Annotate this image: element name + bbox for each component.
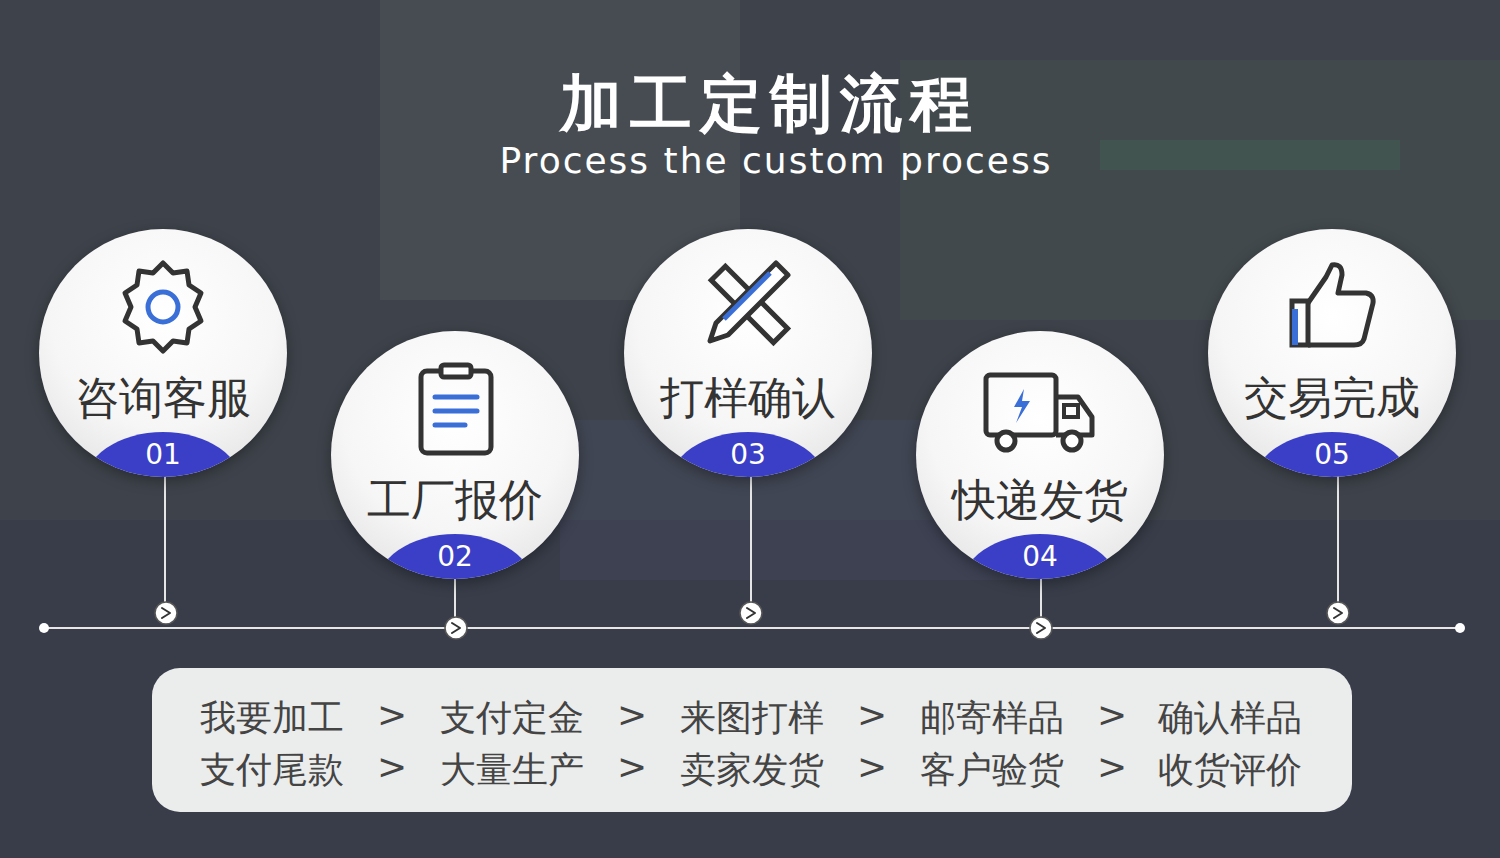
process-circle: 快递发货 04 xyxy=(916,331,1164,579)
step-icon xyxy=(405,359,505,463)
flow-step: 收货评价 xyxy=(1158,746,1302,795)
separator: > xyxy=(857,694,887,735)
flow-step: 确认样品 xyxy=(1158,694,1302,743)
diagram-caption: Process the custom process xyxy=(500,140,1053,181)
step-number: 05 xyxy=(1314,438,1350,471)
process-circle: 打样确认 03 xyxy=(624,229,872,477)
step-name: 工厂报价 xyxy=(367,471,543,530)
step-name: 快递发货 xyxy=(952,471,1128,530)
step-icon xyxy=(1282,257,1382,361)
step-number: 01 xyxy=(145,438,181,471)
flow-panel: 我要加工 > 支付定金 > 来图打样 > 邮寄样品 > 确认样品支付尾款 > 大量生产 > 卖家发货 > 客… xyxy=(152,668,1352,812)
step-number: 02 xyxy=(437,540,473,573)
step-icon xyxy=(698,253,798,357)
process-circle: 工厂报价 02 xyxy=(331,331,579,579)
diagram-title: 加工定制流程 xyxy=(560,62,980,146)
separator: > xyxy=(617,746,647,787)
flow-step: 大量生产 xyxy=(440,746,584,795)
step-icon xyxy=(980,365,1100,469)
flow-step: 卖家发货 xyxy=(680,746,824,795)
separator: > xyxy=(377,746,407,787)
flow-step: 客户验货 xyxy=(920,746,1064,795)
step-name: 咨询客服 xyxy=(75,369,251,428)
step-name: 交易完成 xyxy=(1244,369,1420,428)
flow-step: 我要加工 xyxy=(200,694,344,743)
separator: > xyxy=(377,694,407,735)
process-circle: 交易完成 05 xyxy=(1208,229,1456,477)
separator: > xyxy=(617,694,647,735)
step-name: 打样确认 xyxy=(660,369,836,428)
step-icon xyxy=(113,257,213,361)
step-number: 04 xyxy=(1022,540,1058,573)
separator: > xyxy=(1097,746,1127,787)
flow-step: 支付尾款 xyxy=(200,746,344,795)
separator: > xyxy=(857,746,887,787)
flow-step: 支付定金 xyxy=(440,694,584,743)
step-number: 03 xyxy=(730,438,766,471)
flow-step: 来图打样 xyxy=(680,694,824,743)
separator: > xyxy=(1097,694,1127,735)
flow-step: 邮寄样品 xyxy=(920,694,1064,743)
process-circle: 咨询客服 01 xyxy=(39,229,287,477)
